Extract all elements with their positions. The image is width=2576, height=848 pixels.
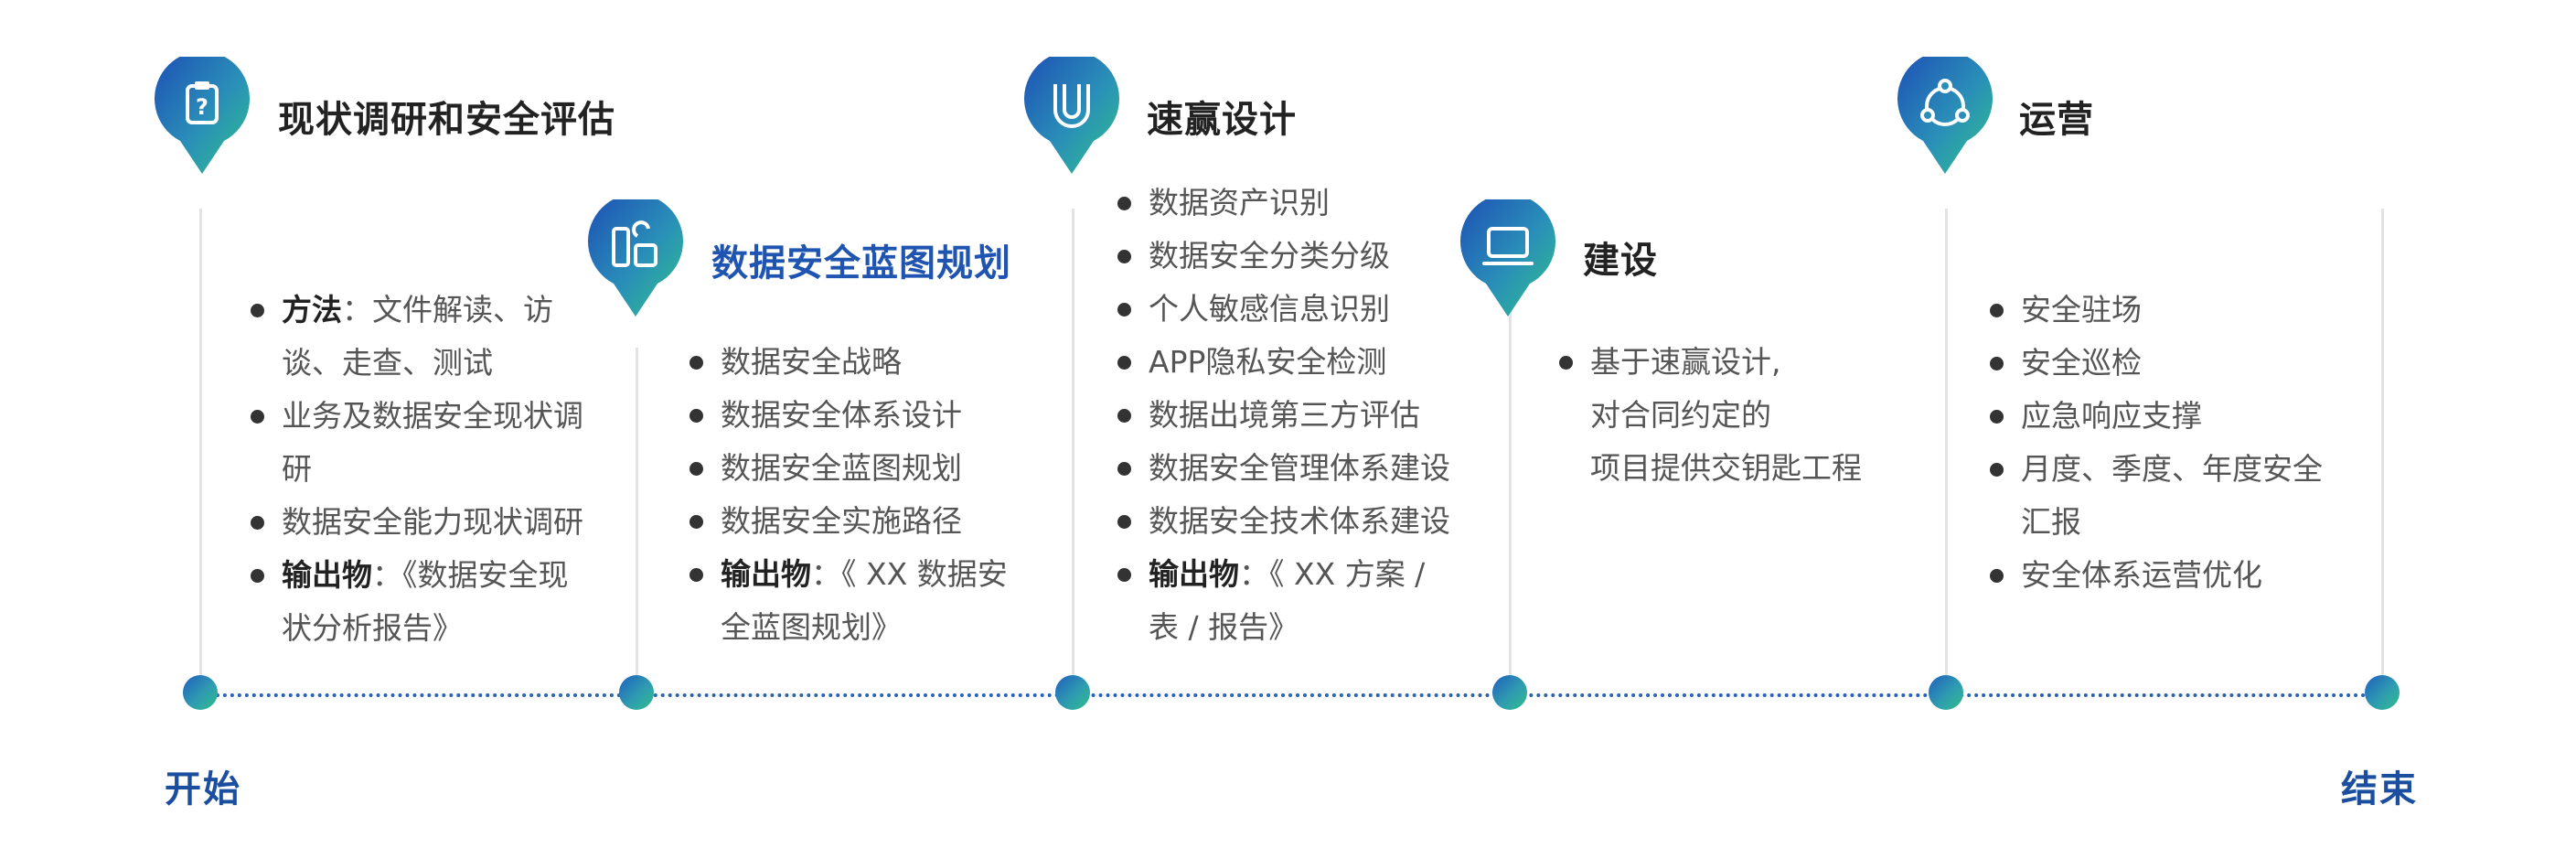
- stage-list-2: 数据安全战略 数据安全体系设计 数据安全蓝图规划 数据安全实施路径 输出物：《 …: [688, 336, 1053, 654]
- guide-line-3: [1072, 209, 1074, 684]
- list-item: 数据安全分类分级: [1116, 230, 1500, 283]
- list-item: 基于速赢设计,对合同约定的项目提供交钥匙工程: [1557, 336, 1941, 495]
- list-item: 数据安全能力现状调研: [249, 496, 615, 549]
- timeline-track: [201, 693, 2382, 697]
- list-item: 安全驻场: [1988, 284, 2372, 337]
- list-item: 数据安全实施路径: [688, 495, 1053, 548]
- timeline-node: [2365, 675, 2400, 710]
- cycle-icon: [1897, 57, 1993, 174]
- list-item: 个人敏感信息识别: [1116, 283, 1500, 336]
- list-item: 输出物：《 XX 数据安全蓝图规划》: [688, 548, 1053, 654]
- end-label: 结束: [2341, 768, 2418, 810]
- list-item: 数据安全体系设计: [688, 389, 1053, 442]
- stage-title-3: 速赢设计: [1147, 99, 1297, 141]
- guide-line-6: [2381, 209, 2384, 684]
- timeline-node: [1055, 675, 1090, 710]
- stage-list-1: 方法：文件解读、访谈、走查、测试 业务及数据安全现状调研 数据安全能力现状调研 …: [249, 284, 615, 655]
- list-item: 数据出境第三方评估: [1116, 389, 1500, 442]
- list-item: 业务及数据安全现状调研: [249, 390, 615, 496]
- list-item: 应急响应支撑: [1988, 390, 2372, 443]
- stage-title-5: 运营: [2019, 99, 2094, 141]
- stage-pin-1: ?: [153, 57, 251, 176]
- guide-line-4: [1509, 302, 1512, 684]
- stage-title-1: 现状调研和安全评估: [278, 99, 615, 141]
- list-item: 数据安全技术体系建设: [1116, 495, 1500, 548]
- magnet-icon: [1024, 57, 1119, 174]
- timeline-node: [183, 675, 218, 710]
- stage-title-2: 数据安全蓝图规划: [711, 242, 1011, 284]
- stage-list-3: 数据资产识别 数据安全分类分级 个人敏感信息识别 APP隐私安全检测 数据出境第…: [1116, 177, 1500, 654]
- laptop-icon: [1460, 199, 1555, 317]
- stage-pin-2: [586, 199, 685, 318]
- list-item: 安全巡检: [1988, 337, 2372, 390]
- timeline-node: [1929, 675, 1963, 710]
- svg-text:?: ?: [196, 94, 208, 120]
- list-item: 月度、季度、年度安全汇报: [1988, 443, 2372, 549]
- list-item: 数据安全蓝图规划: [688, 442, 1053, 495]
- timeline-node: [1492, 675, 1527, 710]
- timeline-node: [619, 675, 654, 710]
- list-item: APP隐私安全检测: [1116, 336, 1500, 389]
- stage-list-4: 基于速赢设计,对合同约定的项目提供交钥匙工程: [1557, 336, 1941, 495]
- clipboard-question-icon: ?: [155, 57, 250, 174]
- guide-line-5: [1945, 209, 1948, 684]
- list-item: 方法：文件解读、访谈、走查、测试: [249, 284, 615, 390]
- blueprint-icon: [588, 199, 683, 317]
- list-item: 数据安全管理体系建设: [1116, 442, 1500, 495]
- stage-pin-4: [1459, 199, 1557, 318]
- stage-list-5: 安全驻场 安全巡检 应急响应支撑 月度、季度、年度安全汇报 安全体系运营优化: [1988, 284, 2372, 602]
- list-item: 安全体系运营优化: [1988, 549, 2372, 602]
- stage-pin-5: [1896, 57, 1994, 176]
- list-item: 输出物：《数据安全现状分析报告》: [249, 549, 615, 655]
- start-label: 开始: [165, 768, 241, 810]
- stage-title-4: 建设: [1583, 240, 1658, 282]
- list-item: 输出物：《 XX 方案 /表 / 报告》: [1116, 548, 1500, 654]
- guide-line-1: [199, 209, 202, 684]
- guide-line-2: [636, 348, 638, 684]
- stage-pin-3: [1022, 57, 1121, 176]
- list-item: 数据安全战略: [688, 336, 1053, 389]
- list-item: 数据资产识别: [1116, 177, 1500, 230]
